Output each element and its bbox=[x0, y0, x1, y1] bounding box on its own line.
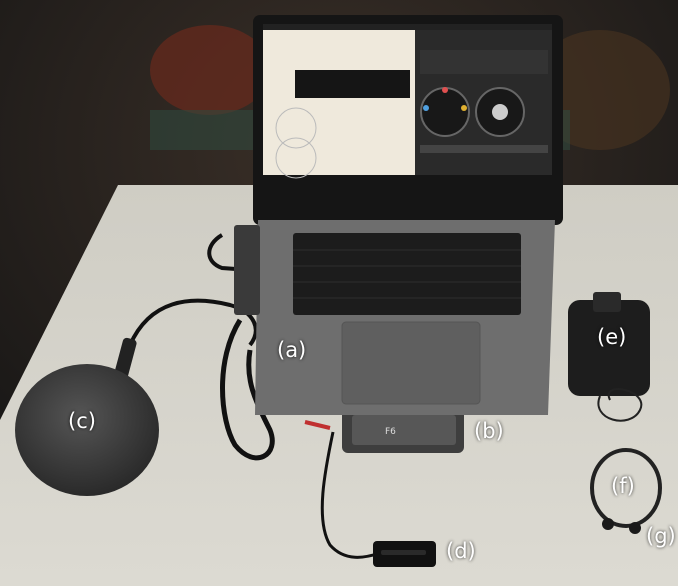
label-d: (d) bbox=[446, 539, 476, 563]
usb-hub bbox=[234, 225, 260, 315]
keyboard-keys bbox=[293, 249, 521, 299]
label-g: (g) bbox=[646, 524, 676, 548]
screen-dot bbox=[461, 105, 467, 111]
microphone-windscreen bbox=[15, 364, 159, 496]
headset-cable bbox=[597, 388, 643, 422]
screen-bar bbox=[420, 145, 548, 153]
screen-circle bbox=[275, 107, 317, 149]
label-a: (a) bbox=[277, 338, 307, 362]
screen-dot bbox=[442, 87, 448, 93]
headset-band bbox=[590, 448, 662, 528]
cable bbox=[128, 298, 258, 347]
screen-dot bbox=[423, 105, 429, 111]
recorder-logo-graphic: F6 bbox=[385, 427, 396, 437]
screen-sliders bbox=[420, 50, 548, 74]
label-e: (e) bbox=[597, 325, 627, 349]
cable bbox=[304, 420, 331, 430]
earphone bbox=[602, 518, 614, 530]
laptop-screen-left bbox=[263, 30, 415, 175]
usb-device-strip bbox=[381, 550, 426, 555]
trackpad bbox=[341, 321, 481, 405]
earphone bbox=[629, 522, 641, 534]
recorder-face bbox=[352, 415, 456, 445]
pouch-strap bbox=[593, 292, 621, 312]
screen-circle bbox=[275, 137, 317, 179]
screen-dot bbox=[492, 104, 508, 120]
screen-dark-panel bbox=[295, 70, 410, 98]
label-c: (c) bbox=[68, 409, 96, 433]
background-blob bbox=[150, 25, 270, 115]
label-b: (b) bbox=[474, 419, 504, 443]
screen-circle-ring bbox=[420, 87, 470, 137]
cable bbox=[207, 233, 251, 272]
cable bbox=[220, 318, 275, 461]
label-f: (f) bbox=[611, 474, 635, 498]
pouch bbox=[568, 300, 650, 396]
laptop-menubar bbox=[263, 24, 552, 30]
keyboard bbox=[293, 233, 521, 315]
cable bbox=[320, 431, 381, 559]
